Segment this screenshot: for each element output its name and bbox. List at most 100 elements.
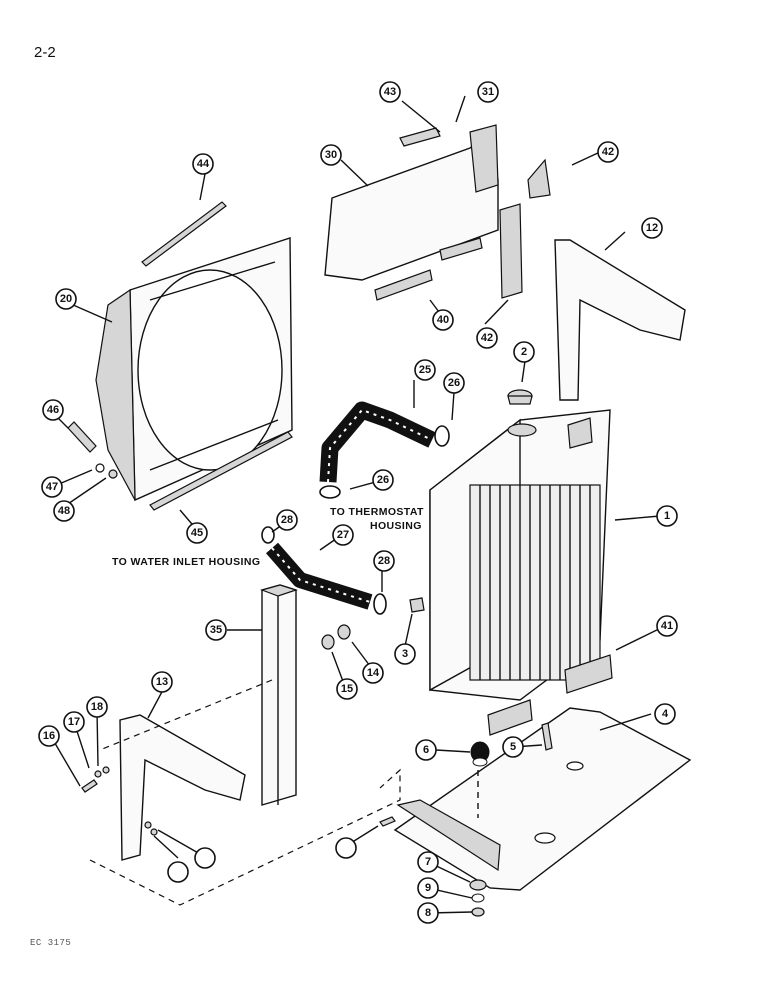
callout-35: 35 xyxy=(205,619,227,641)
callout-31: 31 xyxy=(477,81,499,103)
callout-9: 9 xyxy=(417,877,439,899)
callout-42-bottom: 45 xyxy=(186,522,208,544)
svg-text:8: 8 xyxy=(425,907,431,919)
upper-hose xyxy=(319,401,436,483)
callout-26-lower: 26 xyxy=(372,469,394,491)
svg-text:42: 42 xyxy=(481,332,493,344)
foam-strips xyxy=(374,203,523,301)
svg-text:9: 9 xyxy=(425,882,431,894)
svg-text:26: 26 xyxy=(377,474,389,486)
leader-lines xyxy=(48,95,666,914)
callout-6: 6 xyxy=(415,739,437,761)
svg-text:48: 48 xyxy=(58,505,70,517)
svg-text:14: 14 xyxy=(367,667,380,679)
callout-26-upper: 26 xyxy=(443,372,465,394)
svg-text:25: 25 xyxy=(419,364,431,376)
thermostat-note: TO THERMOSTAT HOUSING xyxy=(330,505,424,533)
callout-13: 13 xyxy=(151,671,173,693)
seal-strips xyxy=(141,201,293,511)
callout-47: 47 xyxy=(41,476,63,498)
radiator-cap xyxy=(507,389,533,405)
callout-44 xyxy=(167,861,189,883)
bolt-43 xyxy=(379,816,396,827)
svg-text:3: 3 xyxy=(402,648,408,660)
water-inlet-note: TO WATER INLET HOUSING xyxy=(112,556,261,568)
svg-text:44: 44 xyxy=(197,158,210,170)
callout-30: 30 xyxy=(320,144,342,166)
svg-text:31: 31 xyxy=(482,86,494,98)
svg-text:17: 17 xyxy=(68,716,80,728)
svg-text:28: 28 xyxy=(281,514,293,526)
callout-20: 20 xyxy=(55,288,77,310)
svg-text:5: 5 xyxy=(510,741,516,753)
callout-48: 48 xyxy=(53,500,75,522)
callout-14: 14 xyxy=(362,662,384,684)
callout-28-upper: 28 xyxy=(276,509,298,531)
svg-text:28: 28 xyxy=(378,555,390,567)
washer-stack xyxy=(469,879,487,917)
svg-text:12: 12 xyxy=(646,222,658,234)
svg-text:20: 20 xyxy=(60,293,72,305)
rubber-pads xyxy=(487,654,613,736)
lower-hose xyxy=(265,542,373,610)
callout-41: 41 xyxy=(656,615,678,637)
spacers xyxy=(321,624,351,650)
svg-text:35: 35 xyxy=(210,624,222,636)
callout-1: 1 xyxy=(656,505,678,527)
hose-clamps xyxy=(261,425,450,615)
drain-cock xyxy=(409,597,425,613)
callout-25: 25 xyxy=(414,359,436,381)
callout-16: 16 xyxy=(38,725,60,747)
support-bracket-12 xyxy=(554,239,686,401)
shroud-fasteners xyxy=(67,421,118,479)
callout-17: 17 xyxy=(63,711,85,733)
svg-text:2: 2 xyxy=(521,346,527,358)
callout-40: 43 xyxy=(379,81,401,103)
svg-text:7: 7 xyxy=(425,856,431,868)
svg-text:46: 46 xyxy=(47,404,59,416)
radiator-core xyxy=(469,484,601,681)
callout-36: 40 xyxy=(432,309,454,331)
thermostat-note-line1: TO THERMOSTAT xyxy=(330,506,424,518)
upper-baffle xyxy=(324,124,499,281)
callout-46: 46 xyxy=(42,399,64,421)
svg-text:26: 26 xyxy=(448,377,460,389)
callout-43 xyxy=(335,837,357,859)
thermostat-note-line2: HOUSING xyxy=(370,520,422,532)
callout-38: 42 xyxy=(476,327,498,349)
bracket-fasteners xyxy=(81,766,158,836)
bracket-37 xyxy=(527,158,551,199)
radiator xyxy=(429,409,611,701)
callout-3: 3 xyxy=(394,643,416,665)
callout-18: 18 xyxy=(86,696,108,718)
callout-42-top: 44 xyxy=(192,153,214,175)
alignment-outline xyxy=(89,679,401,906)
svg-text:47: 47 xyxy=(46,481,58,493)
svg-text:43: 43 xyxy=(384,86,396,98)
svg-text:6: 6 xyxy=(423,744,429,756)
mounting-plate xyxy=(393,707,692,891)
page-number: 2-2 xyxy=(34,44,56,61)
callout-28-lower: 28 xyxy=(373,550,395,572)
svg-text:18: 18 xyxy=(91,701,103,713)
foam-block xyxy=(260,584,298,806)
callout-5: 5 xyxy=(502,736,524,758)
callout-12: 12 xyxy=(641,217,663,239)
svg-text:40: 40 xyxy=(437,314,449,326)
callout-8: 8 xyxy=(417,902,439,924)
svg-text:13: 13 xyxy=(156,676,168,688)
callout-37: 42 xyxy=(597,141,619,163)
svg-text:1: 1 xyxy=(664,510,670,522)
support-bracket-13 xyxy=(119,714,246,861)
svg-text:30: 30 xyxy=(325,149,337,161)
svg-text:42: 42 xyxy=(602,146,614,158)
svg-text:15: 15 xyxy=(341,683,353,695)
svg-text:16: 16 xyxy=(43,730,55,742)
svg-text:41: 41 xyxy=(661,620,673,632)
callout-7: 7 xyxy=(417,851,439,873)
isolator-mount xyxy=(470,722,553,767)
callout-27: 27 xyxy=(332,524,354,546)
callout-2: 2 xyxy=(513,341,535,363)
svg-text:45: 45 xyxy=(191,527,203,539)
